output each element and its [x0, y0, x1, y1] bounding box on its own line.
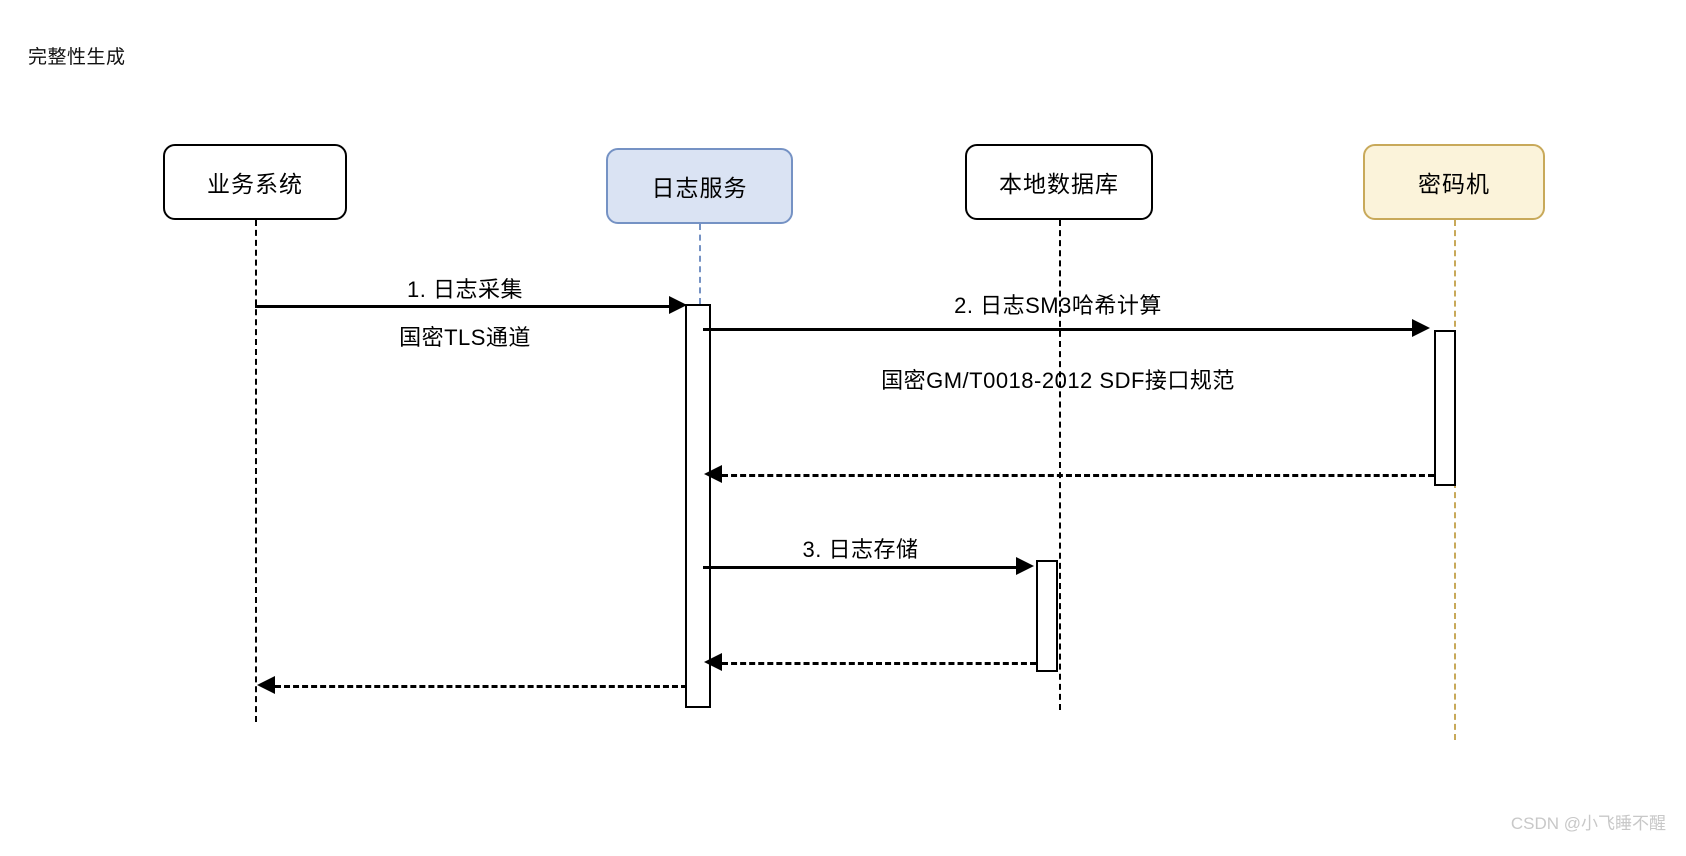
participant-localdb[interactable]: 本地数据库	[965, 144, 1153, 220]
message-label-2: 2. 日志SM3哈希计算	[954, 293, 1162, 318]
participant-hsm[interactable]: 密码机	[1363, 144, 1545, 220]
message-line-1-return	[275, 685, 687, 688]
arrowhead-message-1	[669, 296, 687, 314]
message-line-2-return	[722, 474, 1434, 477]
activation-hsm	[1434, 330, 1456, 486]
participant-business[interactable]: 业务系统	[163, 144, 347, 220]
participant-logservice[interactable]: 日志服务	[606, 148, 793, 224]
activation-logservice	[685, 304, 711, 708]
lifeline-logservice	[699, 224, 701, 304]
lifeline-business	[255, 220, 257, 722]
message-line-2	[703, 328, 1413, 331]
message-line-3-return	[722, 662, 1036, 665]
arrowhead-message-3	[1016, 557, 1034, 575]
participant-label-localdb: 本地数据库	[999, 171, 1119, 197]
page-title: 完整性生成	[28, 47, 126, 68]
arrowhead-message-3-return	[704, 653, 722, 671]
participant-label-hsm: 密码机	[1418, 171, 1490, 197]
arrowhead-message-2	[1412, 319, 1430, 337]
lifeline-localdb	[1059, 220, 1061, 710]
message-line-1	[255, 305, 675, 308]
participant-label-business: 业务系统	[207, 171, 303, 197]
message-sublabel-2: 国密GM/T0018-2012 SDF接口规范	[881, 368, 1235, 393]
arrowhead-message-2-return	[704, 465, 722, 483]
participant-label-logservice: 日志服务	[651, 175, 748, 201]
arrowhead-message-1-return	[257, 676, 275, 694]
watermark: CSDN @小飞睡不醒	[1510, 814, 1666, 833]
activation-localdb	[1036, 560, 1058, 672]
message-line-3	[703, 566, 1018, 569]
message-sublabel-1: 国密TLS通道	[399, 325, 531, 350]
message-label-3: 3. 日志存储	[802, 537, 919, 562]
message-label-1: 1. 日志采集	[407, 277, 523, 302]
